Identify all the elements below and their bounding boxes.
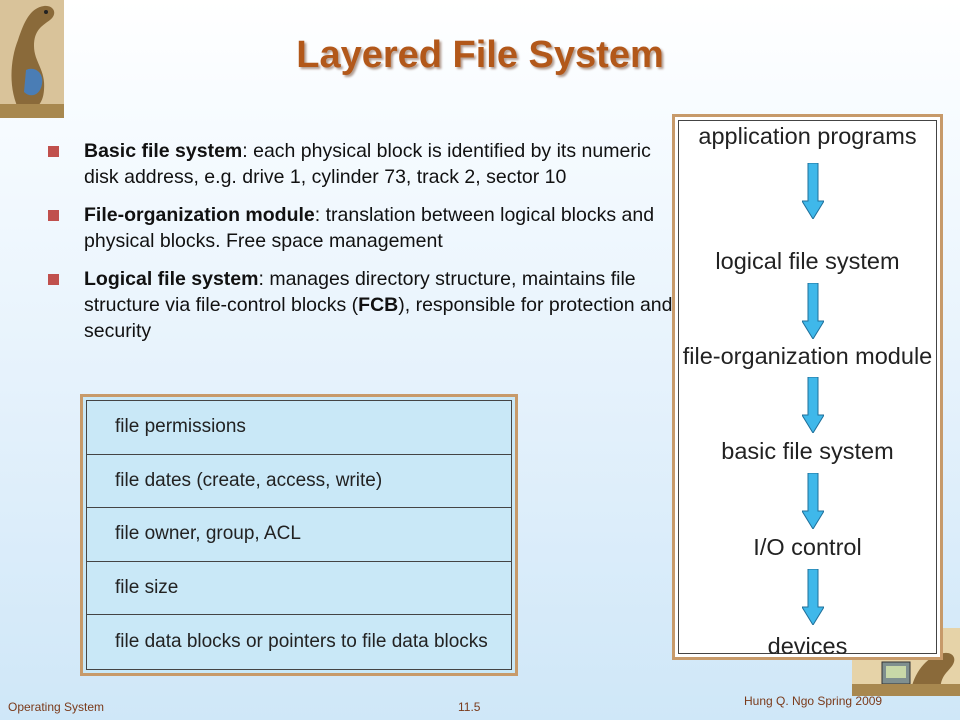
slide-title: Layered File System xyxy=(296,34,664,76)
dinosaur-illustration-bottom-right xyxy=(852,628,960,696)
layer-diagram: application programs logical file system… xyxy=(672,114,943,660)
footer-author: Hung Q. Ngo Spring 2009 xyxy=(744,694,883,708)
fcb-row: file dates (create, access, write) xyxy=(87,455,511,509)
down-arrow-icon xyxy=(802,283,824,339)
bullet-term-fcb: FCB xyxy=(358,294,399,316)
bullet-file-organization-module: File-organization module: translation be… xyxy=(48,202,678,254)
layer-label: basic file system xyxy=(721,438,894,464)
bullet-text: ), responsible for protection and securi… xyxy=(84,294,673,342)
bullet-term: File-organization module xyxy=(84,204,315,226)
layer-label: application programs xyxy=(698,123,917,149)
fcb-row: file data blocks or pointers to file dat… xyxy=(115,631,488,653)
footer-course: Operating System xyxy=(8,700,105,714)
bullet-text: : each physical block is identified by i… xyxy=(84,140,651,188)
footer-slide-number: 11.5 xyxy=(458,700,481,714)
bullet-text: : translation between logical blocks and… xyxy=(84,204,655,252)
bullet-list: Basic file system: each physical block i… xyxy=(48,138,678,356)
layer-label: devices xyxy=(767,633,848,659)
layer-label: I/O control xyxy=(753,534,862,560)
bullet-term: Logical file system xyxy=(84,268,259,290)
file-control-block-table: file permissions file dates (create, acc… xyxy=(80,394,518,676)
fcb-row: file size xyxy=(87,562,511,616)
bullet-logical-file-system: Logical file system: manages directory s… xyxy=(48,266,678,344)
down-arrow-icon xyxy=(802,473,824,529)
dinosaur-illustration-top-left xyxy=(0,0,64,118)
fcb-table-body: file permissions file dates (create, acc… xyxy=(86,400,512,670)
down-arrow-icon xyxy=(802,377,824,433)
layer-diagram-body: application programs logical file system… xyxy=(678,120,937,659)
bullet-term: Basic file system xyxy=(84,140,243,162)
bullet-text: : manages directory structure, maintains… xyxy=(84,268,636,316)
fcb-row: file permissions xyxy=(87,401,511,455)
down-arrow-icon xyxy=(802,569,824,625)
down-arrow-icon xyxy=(802,163,824,219)
layer-label: logical file system xyxy=(715,248,900,274)
layer-label: file-organization module xyxy=(682,343,933,369)
fcb-row: file owner, group, ACL xyxy=(87,508,511,562)
bullet-basic-file-system: Basic file system: each physical block i… xyxy=(48,138,678,190)
